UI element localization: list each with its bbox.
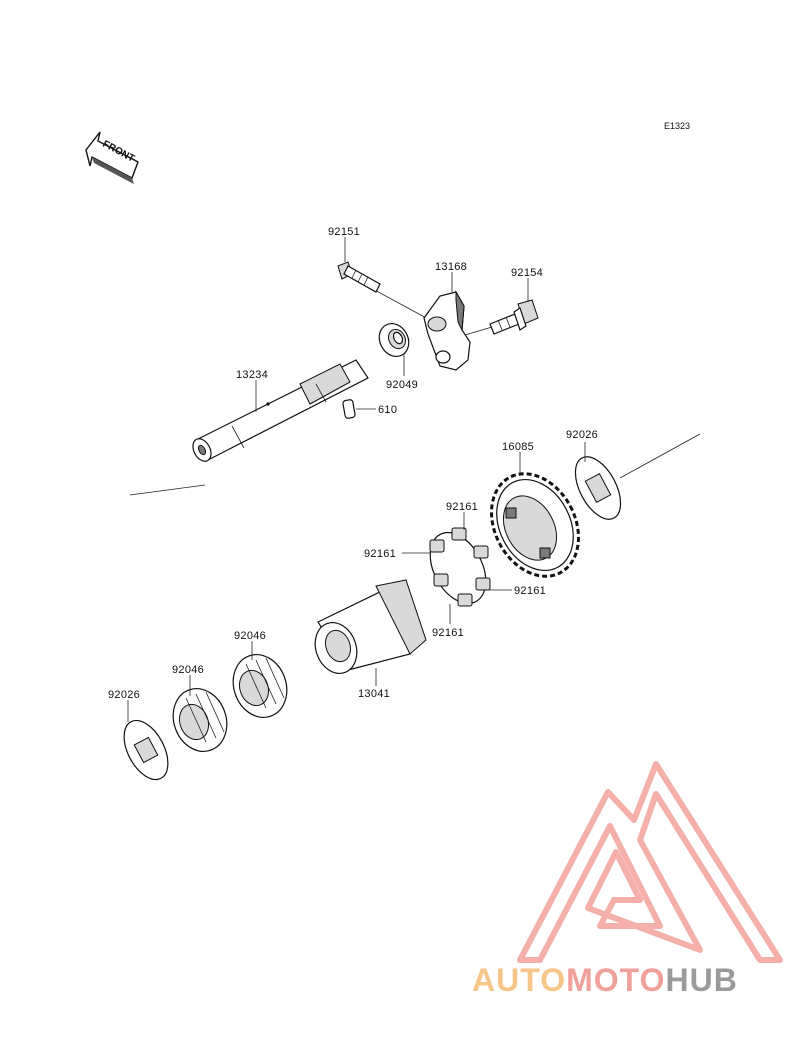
part-label-92049[interactable]: 92049 <box>386 379 418 391</box>
diagram-code: E1323 <box>664 121 690 131</box>
bolt-92154-drawing <box>489 299 539 335</box>
part-label-92154[interactable]: 92154 <box>511 267 543 279</box>
washer-92026-left-drawing <box>123 719 169 781</box>
watermark-auto: AUTO <box>472 962 567 998</box>
part-label-92161-bottom[interactable]: 92161 <box>432 627 464 639</box>
watermark-brand-text: AUTOMOTOHUB <box>472 962 738 999</box>
watermark-moto: MOTO <box>566 962 666 998</box>
washer-92026-right-drawing <box>574 456 622 520</box>
part-label-92046-right[interactable]: 92046 <box>234 630 266 642</box>
seal-92049-drawing <box>378 323 410 357</box>
pin-610-drawing <box>342 399 356 419</box>
part-label-13041[interactable]: 13041 <box>358 688 390 700</box>
front-arrow-icon: FRONT <box>85 131 139 184</box>
bearing-92046-right-drawing <box>232 654 288 718</box>
watermark-hub: HUB <box>665 962 738 998</box>
bolt-92151-drawing <box>337 261 381 293</box>
part-label-92026-left[interactable]: 92026 <box>108 689 140 701</box>
part-label-92161-left[interactable]: 92161 <box>364 548 396 560</box>
part-label-92151[interactable]: 92151 <box>328 226 360 238</box>
part-label-92026-right[interactable]: 92026 <box>566 429 598 441</box>
part-label-92161-right[interactable]: 92161 <box>514 585 546 597</box>
gear-16085-drawing <box>490 472 580 578</box>
part-label-16085[interactable]: 16085 <box>502 441 534 453</box>
part-label-610[interactable]: 610 <box>378 404 397 416</box>
part-label-13168[interactable]: 13168 <box>435 261 467 273</box>
hub-13041-drawing <box>314 579 427 674</box>
shaft-13234-drawing <box>192 359 369 462</box>
part-label-92161-top[interactable]: 92161 <box>446 501 478 513</box>
axis-line-left <box>129 484 206 496</box>
damper-rubbers-92161-drawing <box>429 527 491 607</box>
watermark-logo-icon <box>517 761 783 963</box>
bracket-13168-drawing <box>423 290 471 371</box>
part-label-13234[interactable]: 13234 <box>236 369 268 381</box>
bearing-92046-left-drawing <box>172 688 228 752</box>
part-label-92046-left[interactable]: 92046 <box>172 664 204 676</box>
axis-line-right <box>619 433 701 479</box>
leader-lines <box>127 237 586 722</box>
